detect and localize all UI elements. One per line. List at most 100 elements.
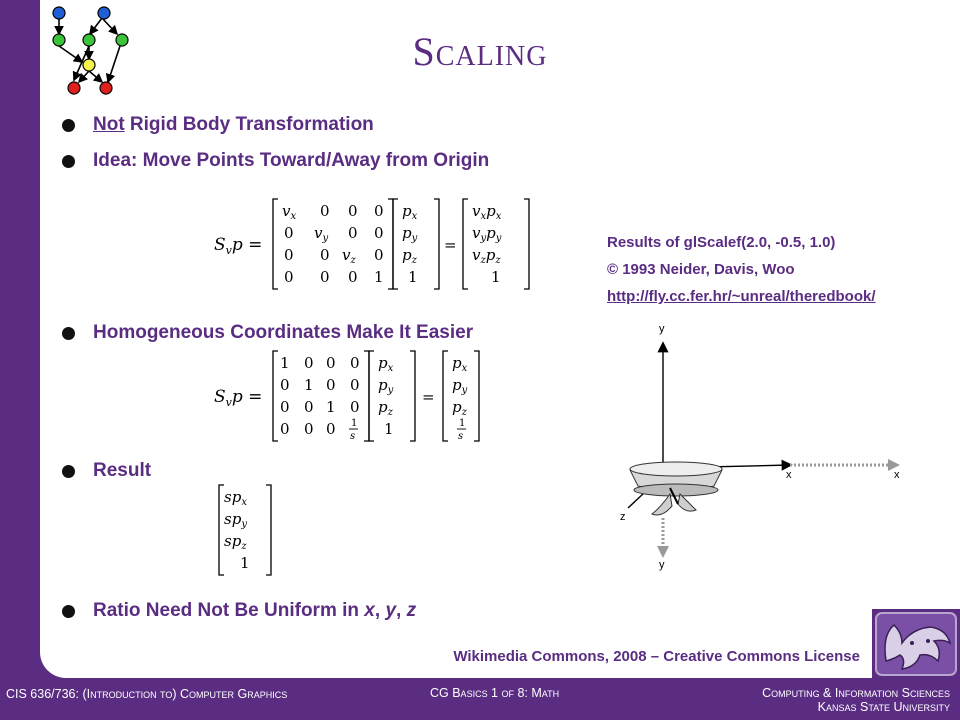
reference-copyright: © 1993 Neider, Davis, Woo	[607, 261, 795, 278]
svg-text:0: 0	[374, 246, 384, 264]
svg-text:0: 0	[284, 246, 294, 264]
reference-link[interactable]: http://fly.cc.fer.hr/~unreal/theredbook/	[607, 288, 876, 305]
svg-text:s: s	[350, 431, 355, 442]
scaled-teapot-figure: y x x z y	[620, 323, 900, 571]
bullet-text: Result	[93, 460, 152, 481]
svg-text:1: 1	[491, 268, 501, 286]
comma-text: ,	[396, 600, 407, 621]
svg-text:0: 0	[284, 224, 294, 242]
svg-text:1: 1	[280, 354, 290, 372]
bullet-text: Rigid Body Transformation	[124, 114, 374, 135]
svg-text:0: 0	[348, 202, 358, 220]
svg-text:1: 1	[304, 376, 314, 394]
svg-text:vxpx: vxpx	[472, 202, 502, 222]
svg-text:0: 0	[320, 202, 330, 220]
bullet-underlined-word: Not	[93, 114, 125, 135]
svg-text:Svp =: Svp =	[214, 387, 262, 409]
svg-text:0: 0	[374, 202, 384, 220]
slide-canvas	[40, 0, 960, 678]
svg-text:=: =	[444, 236, 457, 254]
footer-department-line2: Kansas State University	[817, 700, 950, 714]
bullet-text: Ratio Need Not Be Uniform in	[93, 600, 365, 621]
bullet-dot-icon	[62, 118, 75, 132]
svg-text:px: px	[452, 354, 468, 374]
svg-text:1: 1	[459, 418, 465, 429]
y-axis-label-top: y	[659, 323, 665, 335]
bullet-homogeneous: Homogeneous Coordinates Make It Easier	[62, 322, 473, 344]
svg-text:0: 0	[304, 398, 314, 416]
svg-text:spy: spy	[224, 510, 247, 530]
footer-department: Computing & Information Sciences Kansas …	[762, 686, 950, 714]
footer-course: CIS 636/736: (Introduction to) Computer …	[6, 687, 288, 701]
image-credit: Wikimedia Commons, 2008 – Creative Commo…	[453, 648, 860, 665]
x-axis-label-scaled: x	[894, 469, 900, 481]
svg-text:pz: pz	[452, 398, 468, 418]
flattened-teapot	[629, 461, 723, 516]
svg-text:px: px	[378, 354, 394, 374]
svg-text:0: 0	[284, 268, 294, 286]
svg-text:1: 1	[408, 268, 418, 286]
svg-text:0: 0	[374, 224, 384, 242]
svg-text:vypy: vypy	[472, 224, 502, 244]
svg-text:pz: pz	[402, 246, 418, 266]
svg-text:0: 0	[326, 376, 336, 394]
bullet-text: Idea: Move Points Toward/Away from Origi…	[93, 150, 490, 171]
bullet-idea: Idea: Move Points Toward/Away from Origi…	[62, 150, 489, 172]
svg-text:0: 0	[320, 268, 330, 286]
svg-text:py: py	[402, 224, 418, 244]
bullet-dot-icon	[62, 326, 75, 340]
svg-text:0: 0	[320, 246, 330, 264]
x-axis-label: x	[786, 469, 792, 481]
comma-text: ,	[374, 600, 386, 621]
svg-text:1: 1	[384, 420, 394, 438]
svg-text:vx: vx	[282, 202, 296, 222]
bullet-dot-icon	[62, 154, 75, 168]
svg-text:0: 0	[350, 398, 360, 416]
svg-text:0: 0	[350, 354, 360, 372]
bullet-dot-icon	[62, 604, 75, 618]
result-vector: spx spy spz 1	[216, 482, 276, 583]
wildcat-logo-icon	[875, 612, 957, 676]
svg-text:vzpz: vzpz	[472, 246, 501, 266]
svg-text:0: 0	[350, 376, 360, 394]
page-title: Scaling	[412, 29, 548, 74]
svg-text:0: 0	[280, 398, 290, 416]
bullet-text: Homogeneous Coordinates Make It Easier	[93, 322, 474, 343]
svg-text:spx: spx	[224, 488, 247, 508]
svg-text:0: 0	[326, 420, 336, 438]
svg-text:0: 0	[348, 268, 358, 286]
university-logo	[872, 609, 960, 679]
bullet-result: Result	[62, 460, 151, 482]
svg-text:1: 1	[326, 398, 336, 416]
footer-lecture: CG Basics 1 of 8: Math	[430, 686, 560, 700]
axis-z-text: z	[406, 600, 417, 621]
svg-text:Svp =: Svp =	[214, 235, 262, 257]
axis-y-text: y	[385, 600, 397, 621]
z-axis-label: z	[620, 511, 626, 523]
reference-title: Results of glScalef(2.0, -0.5, 1.0)	[607, 234, 836, 251]
svg-text:=: =	[422, 388, 435, 406]
svg-text:0: 0	[326, 354, 336, 372]
bullet-dot-icon	[62, 464, 75, 478]
footer-department-line1: Computing & Information Sciences	[762, 686, 950, 700]
svg-text:spz: spz	[224, 532, 247, 552]
svg-text:0: 0	[280, 420, 290, 438]
svg-text:0: 0	[304, 420, 314, 438]
svg-text:vy: vy	[314, 224, 328, 244]
svg-text:vz: vz	[342, 246, 356, 266]
bullet-not-rigid: Not Rigid Body Transformation	[62, 114, 374, 136]
svg-text:px: px	[402, 202, 418, 222]
svg-text:0: 0	[348, 224, 358, 242]
y-axis-label-bottom: y	[659, 559, 665, 571]
svg-text:py: py	[452, 376, 468, 396]
svg-text:py: py	[378, 376, 394, 396]
svg-text:1: 1	[240, 554, 250, 572]
svg-text:1: 1	[351, 418, 357, 429]
svg-text:pz: pz	[378, 398, 394, 418]
bullet-ratio: Ratio Need Not Be Uniform in x, y, z	[62, 600, 416, 622]
svg-text:0: 0	[280, 376, 290, 394]
svg-text:1: 1	[374, 268, 384, 286]
axis-x-text: x	[364, 600, 375, 621]
